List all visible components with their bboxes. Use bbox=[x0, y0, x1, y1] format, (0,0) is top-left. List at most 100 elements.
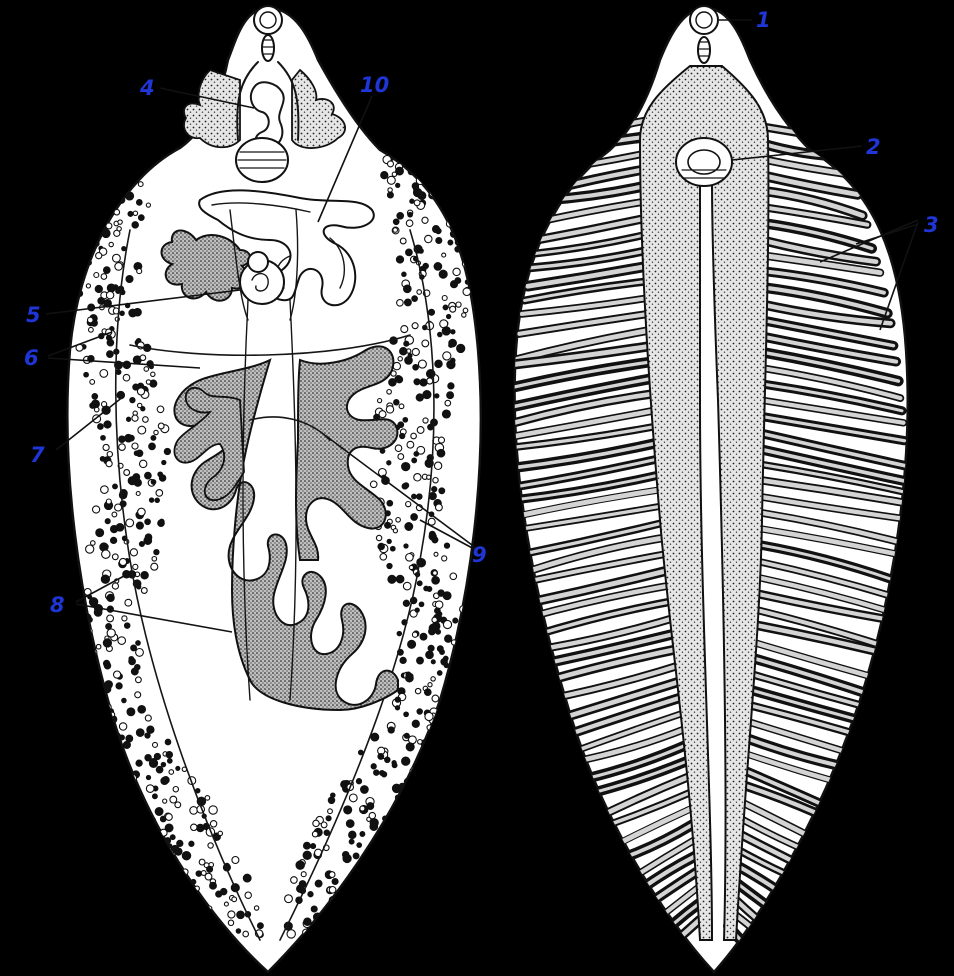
vitelline-follicle bbox=[126, 181, 132, 187]
vitelline-follicle bbox=[195, 918, 202, 925]
vitelline-follicle bbox=[412, 458, 417, 463]
vitelline-follicle bbox=[406, 674, 414, 682]
vitelline-follicle bbox=[432, 487, 437, 492]
vitelline-follicle bbox=[94, 694, 99, 699]
vitelline-follicle bbox=[376, 535, 381, 540]
vitelline-follicle bbox=[84, 224, 92, 232]
vitelline-follicle bbox=[85, 686, 92, 693]
vitelline-follicle bbox=[139, 542, 144, 547]
vitelline-follicle bbox=[107, 351, 114, 358]
vitelline-follicle bbox=[122, 698, 126, 702]
vitelline-follicle bbox=[291, 877, 298, 884]
vitelline-follicle bbox=[120, 158, 124, 162]
vitelline-follicle bbox=[312, 831, 318, 837]
vitelline-follicle bbox=[393, 228, 398, 233]
vitelline-follicle bbox=[453, 268, 460, 275]
vitelline-follicle bbox=[399, 404, 404, 409]
vitelline-follicle bbox=[111, 537, 117, 543]
vitelline-follicle bbox=[116, 524, 124, 532]
label-4: 4 bbox=[139, 76, 155, 100]
vitelline-follicle bbox=[411, 433, 417, 439]
vitelline-follicle bbox=[175, 802, 181, 808]
vitelline-follicle bbox=[423, 325, 427, 329]
vitelline-follicle bbox=[134, 308, 142, 316]
vitelline-follicle bbox=[332, 934, 337, 939]
vitelline-follicle bbox=[115, 504, 122, 511]
vitelline-follicle bbox=[428, 424, 434, 430]
vitelline-follicle bbox=[104, 180, 108, 184]
vitelline-follicle bbox=[406, 743, 414, 751]
vitelline-follicle bbox=[450, 573, 457, 580]
vitelline-follicle bbox=[424, 586, 429, 591]
vitelline-follicle bbox=[146, 775, 150, 779]
vitelline-follicle bbox=[432, 726, 437, 731]
vitelline-follicle bbox=[195, 933, 201, 939]
vitelline-follicle bbox=[164, 448, 170, 454]
vitelline-follicle bbox=[402, 757, 410, 765]
vitelline-follicle bbox=[79, 272, 84, 277]
vitelline-follicle bbox=[334, 916, 341, 923]
vitelline-follicle bbox=[101, 436, 106, 441]
vitelline-follicle bbox=[216, 891, 222, 897]
vitelline-follicle bbox=[451, 281, 458, 288]
vitelline-follicle bbox=[397, 631, 401, 635]
vitelline-follicle bbox=[92, 204, 97, 209]
vitelline-follicle bbox=[420, 633, 427, 640]
vitelline-follicle bbox=[415, 688, 420, 693]
vitelline-follicle bbox=[118, 637, 126, 645]
vitelline-follicle bbox=[69, 259, 76, 266]
vitelline-follicle bbox=[420, 379, 427, 386]
vitelline-follicle bbox=[144, 367, 149, 372]
vitelline-follicle bbox=[145, 472, 152, 479]
vitelline-follicle bbox=[370, 819, 378, 827]
vitelline-follicle bbox=[406, 249, 413, 256]
vitelline-follicle bbox=[371, 764, 376, 769]
vitelline-follicle bbox=[425, 712, 433, 720]
vitelline-follicle bbox=[112, 512, 117, 517]
vitelline-follicle bbox=[324, 830, 329, 835]
vitelline-follicle bbox=[113, 254, 121, 262]
vitelline-follicle bbox=[102, 550, 110, 558]
vitelline-follicle bbox=[431, 677, 435, 681]
vitelline-follicle bbox=[110, 754, 115, 759]
vitelline-follicle bbox=[326, 816, 331, 821]
vitelline-follicle bbox=[232, 857, 239, 864]
vitelline-follicle bbox=[388, 575, 396, 583]
vitelline-follicle bbox=[104, 421, 111, 428]
vitelline-follicle bbox=[369, 812, 375, 818]
vitelline-follicle bbox=[80, 625, 85, 630]
vitelline-follicle bbox=[151, 372, 155, 376]
vitelline-follicle bbox=[205, 796, 210, 801]
vitelline-follicle bbox=[168, 759, 173, 764]
vitelline-follicle bbox=[321, 822, 327, 828]
vitelline-follicle bbox=[117, 181, 122, 186]
vitelline-follicle bbox=[311, 906, 317, 912]
vitelline-follicle bbox=[400, 238, 406, 244]
vitelline-follicle bbox=[136, 450, 142, 456]
vitelline-follicle bbox=[431, 660, 435, 664]
vitelline-follicle bbox=[123, 374, 130, 381]
vitelline-follicle bbox=[422, 340, 429, 347]
vitelline-follicle bbox=[406, 554, 414, 562]
vitelline-follicle bbox=[146, 380, 150, 384]
vitelline-follicle bbox=[131, 668, 138, 675]
vitelline-follicle bbox=[445, 635, 452, 642]
vitelline-follicle bbox=[149, 498, 153, 502]
vitelline-follicle bbox=[137, 388, 144, 395]
vitelline-follicle bbox=[149, 759, 157, 767]
vitelline-follicle bbox=[188, 908, 192, 912]
vitelline-follicle bbox=[104, 663, 110, 669]
vitelline-follicle bbox=[427, 738, 435, 746]
vitelline-follicle bbox=[370, 481, 377, 488]
vitelline-follicle bbox=[228, 911, 235, 918]
vitelline-follicle bbox=[443, 413, 447, 417]
vitelline-follicle bbox=[79, 610, 86, 617]
vitelline-follicle bbox=[95, 678, 101, 684]
vitelline-follicle bbox=[387, 563, 392, 568]
vitelline-follicle bbox=[191, 894, 196, 899]
label-10: 10 bbox=[360, 73, 389, 97]
label-6: 6 bbox=[24, 346, 39, 370]
vitelline-follicle bbox=[158, 423, 164, 429]
vitelline-follicle bbox=[207, 866, 213, 872]
vitelline-follicle bbox=[434, 263, 442, 271]
